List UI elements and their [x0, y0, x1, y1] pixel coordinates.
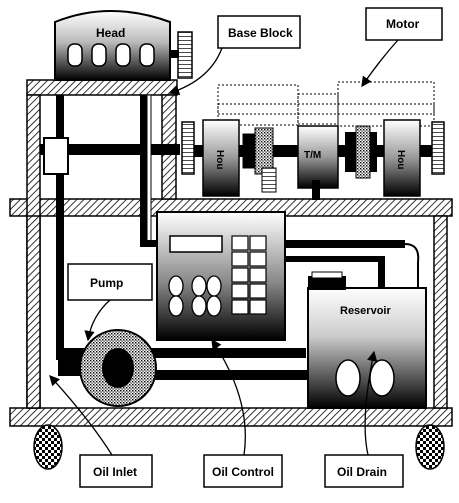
transmission-label: T/M	[304, 150, 321, 161]
left-housing-label: Hou	[214, 150, 225, 169]
head-assembly: Head	[55, 11, 192, 80]
reservoir-window-2	[370, 360, 394, 396]
oil-control-label: Oil Control	[212, 465, 274, 479]
oil-control-unit	[157, 212, 285, 340]
head-cylinder-2	[92, 44, 106, 66]
control-display	[170, 236, 222, 252]
reservoir-label: Reservoir	[340, 305, 391, 317]
callout-pump: Pump	[68, 264, 152, 340]
pump-label: Pump	[90, 276, 123, 290]
top-rail	[27, 80, 177, 95]
oil-drain-label: Oil Drain	[337, 465, 387, 479]
callout-motor: Motor	[362, 8, 442, 86]
right-housing-label: Hou	[395, 150, 406, 169]
left-gear	[182, 122, 194, 174]
base-block-label: Base Block	[228, 26, 293, 40]
head-shaft	[170, 50, 179, 58]
head-cylinder-4	[140, 44, 154, 66]
head-label: Head	[96, 26, 125, 40]
head-cylinder-1	[68, 44, 82, 66]
head-cylinder-3	[116, 44, 130, 66]
lower-left-post	[27, 216, 40, 408]
coupling-block	[44, 138, 68, 174]
pump	[58, 330, 156, 406]
right-wheel	[416, 425, 444, 469]
pump-rotor	[102, 348, 134, 388]
bottom-base	[10, 408, 452, 426]
reservoir: Reservoir	[308, 272, 426, 408]
motor-outline	[218, 85, 298, 125]
motor-label: Motor	[386, 17, 420, 31]
head-gear	[178, 32, 192, 78]
drivetrain: Hou T/M Hou	[182, 82, 444, 200]
left-wheel	[34, 425, 62, 469]
lower-right-post	[434, 216, 447, 408]
oil-inlet-label: Oil Inlet	[93, 465, 137, 479]
right-gear	[432, 122, 444, 174]
reservoir-window-1	[336, 360, 360, 396]
